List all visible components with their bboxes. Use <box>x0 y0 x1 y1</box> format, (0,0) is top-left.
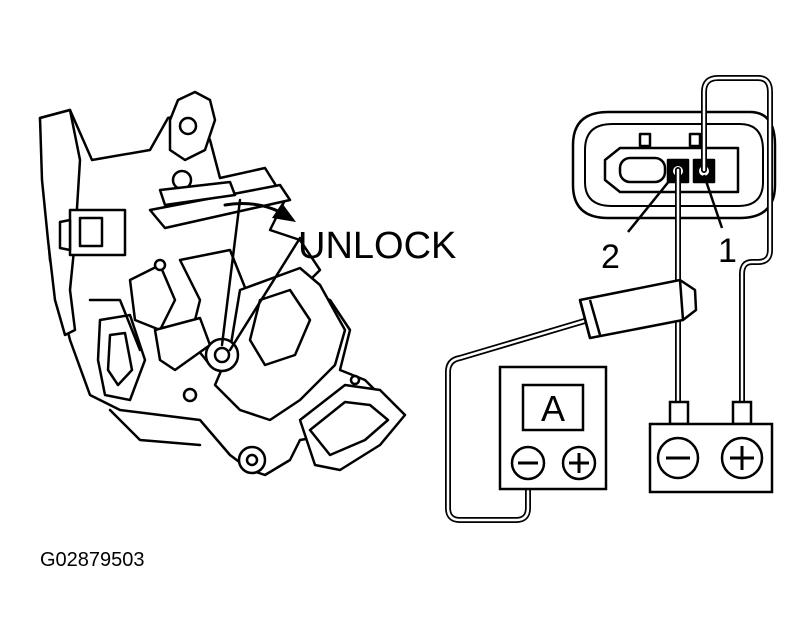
ammeter <box>498 365 608 491</box>
pin-2-label: 2 <box>601 238 620 276</box>
battery-terminal-plus <box>731 400 753 426</box>
figure-id: G02879503 <box>40 549 145 571</box>
door-lock-assembly <box>38 90 407 477</box>
battery <box>648 400 774 494</box>
pin-2-leader <box>627 179 671 233</box>
battery-terminal-minus <box>668 400 690 426</box>
unlock-label: UNLOCK <box>298 225 456 267</box>
ammeter-label: A <box>541 388 565 429</box>
pin-1-label: 1 <box>718 232 737 270</box>
current-clamp <box>578 278 698 340</box>
lock-motor-connector <box>571 110 777 220</box>
pin-1-leader <box>702 174 724 229</box>
